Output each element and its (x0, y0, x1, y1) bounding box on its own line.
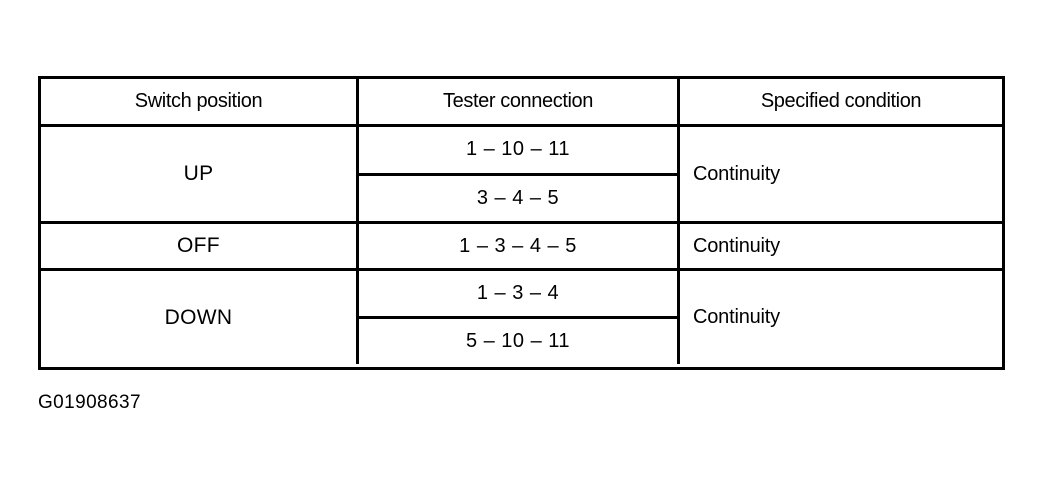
table-row: OFF 1 – 3 – 4 – 5 Continuity (41, 224, 1002, 271)
header-label-specified-condition: Specified condition (760, 90, 922, 112)
tester-connection-subrow: 1 – 10 – 11 (359, 127, 677, 176)
tester-connection-subrow: 5 – 10 – 11 (359, 319, 677, 364)
header-cell-tester-connection: Tester connection (359, 79, 680, 124)
tester-connection-subrow: 3 – 4 – 5 (359, 176, 677, 222)
figure-caption: G01908637 (38, 392, 141, 413)
tester-connection-subrow: 1 – 3 – 4 – 5 (359, 224, 677, 268)
switch-position-label: DOWN (164, 305, 233, 329)
header-label-switch-position: Switch position (134, 90, 263, 112)
cell-tester-connection-down: 1 – 3 – 4 5 – 10 – 11 (359, 271, 680, 364)
cell-tester-connection-off: 1 – 3 – 4 – 5 (359, 224, 680, 268)
table-header-row: Switch position Tester connection Specif… (41, 79, 1002, 127)
tester-connection-subrow: 1 – 3 – 4 (359, 271, 677, 319)
cell-specified-condition-down: Continuity (680, 271, 1002, 364)
tester-connection-value: 5 – 10 – 11 (465, 330, 571, 352)
switch-position-label: UP (183, 162, 214, 185)
table-row: UP 1 – 10 – 11 3 – 4 – 5 Continuity (41, 127, 1002, 224)
cell-switch-position-up: UP (41, 127, 359, 221)
specification-table: Switch position Tester connection Specif… (38, 76, 1005, 370)
header-cell-switch-position: Switch position (41, 79, 359, 124)
cell-switch-position-down: DOWN (41, 271, 359, 364)
header-label-tester-connection: Tester connection (443, 90, 593, 112)
cell-switch-position-off: OFF (41, 224, 359, 268)
specified-condition-value: Continuity (693, 306, 780, 328)
cell-specified-condition-up: Continuity (680, 127, 1002, 221)
tester-connection-value: 1 – 3 – 4 – 5 (459, 234, 577, 257)
cell-tester-connection-up: 1 – 10 – 11 3 – 4 – 5 (359, 127, 680, 221)
header-cell-specified-condition: Specified condition (680, 79, 1002, 124)
tester-connection-value: 1 – 10 – 11 (465, 138, 571, 161)
header-label-tester-connection-wrap: Tester connection (359, 79, 677, 124)
specified-condition-value: Continuity (693, 162, 780, 185)
cell-specified-condition-off: Continuity (680, 224, 1002, 268)
specified-condition-value: Continuity (693, 234, 780, 257)
table-row: DOWN 1 – 3 – 4 5 – 10 – 11 Continuity (41, 271, 1002, 364)
switch-position-label: OFF (177, 234, 220, 257)
tester-connection-value: 1 – 3 – 4 (476, 282, 560, 304)
tester-connection-value: 3 – 4 – 5 (476, 186, 560, 209)
